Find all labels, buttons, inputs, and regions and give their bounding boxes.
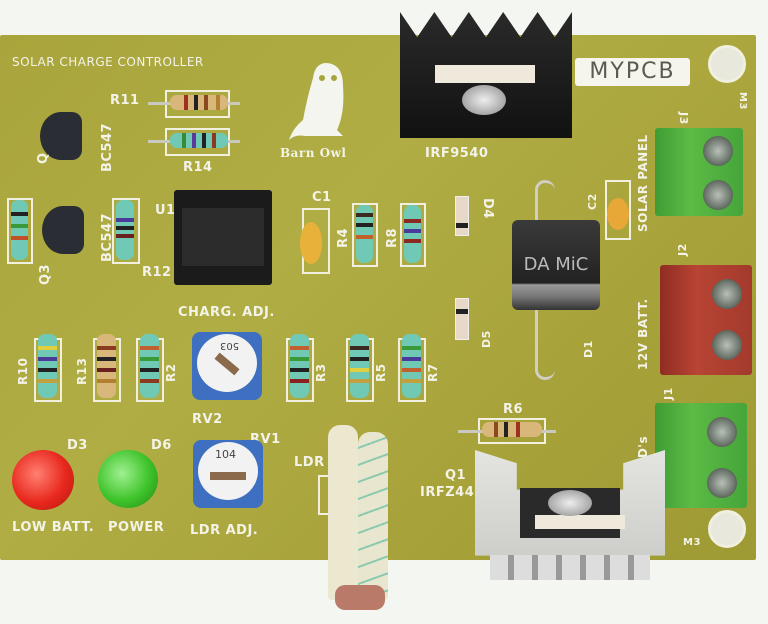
barn-owl-logo bbox=[289, 63, 344, 140]
mypcb-brand: MYPCB bbox=[575, 58, 690, 86]
ldr-label: LDR bbox=[294, 455, 325, 470]
r12-label: R12 bbox=[142, 265, 172, 280]
mounting-hole-bottom bbox=[708, 510, 746, 548]
c2-outline bbox=[605, 180, 631, 240]
bc547-label-a: BC547 bbox=[100, 122, 115, 172]
board-title: SOLAR CHARGE CONTROLLER bbox=[12, 55, 204, 69]
resistor-left bbox=[11, 200, 28, 260]
rv2-label: RV2 bbox=[192, 412, 223, 427]
d4-label: D4 bbox=[480, 198, 495, 219]
r2-label: R2 bbox=[164, 363, 178, 382]
diode-d5 bbox=[455, 298, 469, 340]
resistor-r14 bbox=[170, 133, 228, 148]
ldr-sleeve-right bbox=[358, 432, 388, 600]
transistor-tab bbox=[435, 65, 535, 83]
r14-label: R14 bbox=[183, 160, 213, 175]
resistor-r3 bbox=[290, 334, 309, 398]
diode-d4 bbox=[455, 196, 469, 236]
diode-d1: DA MiC bbox=[512, 220, 600, 310]
terminal-j1-leds[interactable] bbox=[655, 403, 747, 508]
transistor-q3 bbox=[42, 206, 84, 254]
ldr-head bbox=[335, 585, 385, 610]
led-green-power bbox=[98, 450, 158, 508]
solar-panel-label: SOLAR PANEL bbox=[636, 134, 650, 232]
ldr-adj-label: LDR ADJ. bbox=[190, 523, 259, 538]
c1-label: C1 bbox=[312, 190, 332, 205]
q-top-label: Q bbox=[36, 152, 51, 164]
low-batt-label: LOW BATT. bbox=[12, 520, 95, 535]
q3-label: Q3 bbox=[38, 263, 53, 285]
rv1-code: 104 bbox=[215, 448, 236, 461]
resistor-r6 bbox=[482, 422, 542, 437]
r10-label: R10 bbox=[16, 357, 30, 385]
ldr-sleeve-left bbox=[328, 425, 358, 600]
power-label: POWER bbox=[108, 520, 165, 535]
r8-label: R8 bbox=[385, 227, 400, 248]
batt-label: 12V BATT. bbox=[636, 298, 650, 370]
transistor-tab bbox=[535, 515, 625, 529]
resistor-r7 bbox=[402, 334, 421, 398]
r4-outline bbox=[352, 203, 378, 267]
r3-label: R3 bbox=[314, 363, 328, 382]
heatsink-fins bbox=[490, 555, 650, 580]
d6-label: D6 bbox=[151, 438, 172, 453]
resistor-r10 bbox=[38, 334, 57, 398]
resistor-r11 bbox=[170, 95, 228, 110]
r11-label: R11 bbox=[110, 93, 140, 108]
resistor-r8 bbox=[404, 205, 421, 263]
d3-label: D3 bbox=[67, 438, 88, 453]
irf9540-label: IRF9540 bbox=[425, 146, 489, 161]
mounting-hole-top bbox=[708, 45, 746, 83]
terminal-j3-solar[interactable] bbox=[655, 128, 743, 216]
r8-outline bbox=[400, 203, 426, 267]
resistor-r5 bbox=[350, 334, 369, 398]
u1-label: U1 bbox=[155, 203, 176, 218]
r13-label: R13 bbox=[75, 357, 89, 385]
charg-adj-label: CHARG. ADJ. bbox=[178, 305, 275, 320]
q1-label: Q1 bbox=[445, 468, 467, 483]
irfz44-label: IRFZ44 bbox=[420, 485, 475, 500]
d5-label: D5 bbox=[480, 330, 493, 348]
resistor-r12 bbox=[116, 200, 134, 260]
potentiometer-rv1[interactable]: 104 bbox=[193, 440, 263, 508]
ic-u1-socket bbox=[174, 190, 272, 285]
screw-icon bbox=[462, 85, 506, 115]
m3-bottom-label: M3 bbox=[683, 537, 701, 548]
screw-icon bbox=[548, 490, 592, 516]
resistor-r4 bbox=[356, 205, 373, 263]
r7-label: R7 bbox=[426, 363, 440, 382]
r12-outline bbox=[112, 198, 140, 264]
j1-label: J1 bbox=[662, 387, 675, 400]
r5-label: R5 bbox=[374, 363, 388, 382]
resistor-r2 bbox=[140, 334, 159, 398]
capacitor-c2 bbox=[607, 198, 629, 230]
j2-label: J2 bbox=[676, 243, 689, 256]
potentiometer-rv2[interactable]: 503 bbox=[192, 332, 262, 400]
j3-label: J3 bbox=[677, 112, 690, 125]
transistor-q-top bbox=[40, 112, 82, 160]
d1-label: D1 bbox=[582, 340, 595, 358]
resistor-r13 bbox=[97, 334, 116, 398]
m3-top-label: M3 bbox=[737, 92, 748, 110]
terminal-j2-battery[interactable] bbox=[660, 265, 752, 375]
capacitor-c1 bbox=[300, 222, 322, 264]
r4-label: R4 bbox=[336, 227, 351, 248]
r6-label: R6 bbox=[503, 402, 524, 417]
led-red-low-batt bbox=[12, 450, 74, 510]
rv2-code: 503 bbox=[220, 340, 240, 351]
resistor-outline bbox=[7, 198, 33, 264]
barn-owl-text: Barn Owl bbox=[280, 146, 347, 160]
c2-label: C2 bbox=[586, 193, 599, 210]
